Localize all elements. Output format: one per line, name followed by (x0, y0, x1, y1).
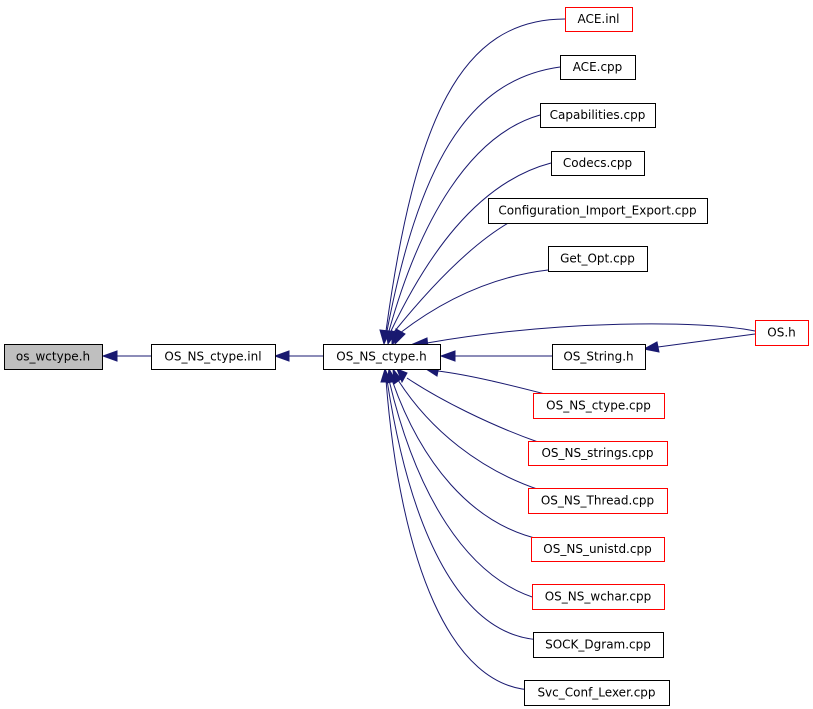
nodes-layer: os_wctype.h OS_NS_ctype.inl OS_NS_ctype.… (4, 7, 809, 706)
node-capabilities-cpp[interactable]: Capabilities.cpp (540, 103, 656, 128)
node-os-ns-ctype-inl[interactable]: OS_NS_ctype.inl (151, 344, 276, 370)
node-box (565, 7, 633, 32)
edge-codecs-cpp (390, 162, 552, 332)
node-box (488, 198, 708, 224)
edge-os-ns-thread-cpp (397, 379, 541, 491)
node-box (528, 441, 668, 466)
node-box (552, 344, 646, 370)
node-ace-inl[interactable]: ACE.inl (565, 7, 633, 32)
node-label: OS_NS_wchar.cpp (545, 590, 652, 604)
node-ace-cpp[interactable]: ACE.cpp (560, 55, 636, 80)
edge-os-h-to-os-string-h (657, 333, 756, 348)
edge-os-ns-unistd-cpp (391, 379, 544, 541)
arrowhead-os-string-h (642, 341, 660, 353)
edge-sock-dgram-cpp (386, 379, 546, 641)
node-label: OS_NS_ctype.inl (164, 350, 261, 364)
node-box (551, 151, 645, 176)
node-label: OS_NS_ctype.cpp (546, 399, 651, 413)
edge-os-h-to-os-ns-ctype-h (426, 323, 756, 344)
edge-capabilities-cpp (388, 114, 541, 332)
node-box (532, 584, 665, 610)
node-os-ns-wchar-cpp[interactable]: OS_NS_wchar.cpp (532, 584, 665, 610)
node-os-ns-thread-cpp[interactable]: OS_NS_Thread.cpp (528, 488, 668, 514)
node-box (151, 344, 276, 370)
node-os-ns-ctype-h[interactable]: OS_NS_ctype.h (323, 344, 441, 370)
node-label: Capabilities.cpp (550, 108, 646, 122)
node-os-h[interactable]: OS.h (755, 320, 809, 346)
node-box (560, 55, 636, 80)
node-box (528, 488, 668, 514)
node-box (531, 537, 665, 562)
edge-get-opt-cpp (399, 269, 549, 334)
node-box (524, 680, 670, 706)
node-label: OS.h (767, 326, 795, 340)
node-label: ACE.cpp (573, 60, 623, 74)
node-configuration-import-export-cpp[interactable]: Configuration_Import_Export.cpp (488, 198, 708, 224)
node-box (533, 632, 664, 658)
node-os-ns-ctype-cpp[interactable]: OS_NS_ctype.cpp (533, 393, 665, 419)
node-label: OS_NS_ctype.h (336, 350, 426, 364)
node-box (540, 103, 656, 128)
node-svc-conf-lexer-cpp[interactable]: Svc_Conf_Lexer.cpp (524, 680, 670, 706)
node-label: OS_String.h (563, 350, 633, 364)
arrowhead-os-wctype-h (101, 350, 118, 362)
node-label: SOCK_Dgram.cpp (545, 638, 651, 652)
node-os-string-h[interactable]: OS_String.h (552, 344, 646, 370)
node-box (755, 320, 809, 346)
node-codecs-cpp[interactable]: Codecs.cpp (551, 151, 645, 176)
node-label: OS_NS_Thread.cpp (541, 494, 654, 508)
node-label: OS_NS_unistd.cpp (543, 542, 651, 556)
edge-configuration-cpp (393, 221, 511, 333)
node-os-ns-unistd-cpp[interactable]: OS_NS_unistd.cpp (531, 537, 665, 562)
edge-os-ns-strings-cpp (406, 377, 539, 443)
node-label: Svc_Conf_Lexer.cpp (537, 686, 655, 700)
arrowhead-ctype-h-bottom-1 (396, 368, 408, 384)
node-box (323, 344, 441, 370)
node-label: Get_Opt.cpp (560, 252, 635, 266)
node-label: Codecs.cpp (563, 156, 632, 170)
node-os-wctype-h[interactable]: os_wctype.h (4, 344, 103, 370)
arrowhead-ctype-h-top-4 (394, 328, 406, 346)
arrowhead-ctype-h-bottom-4 (380, 367, 392, 383)
node-box (4, 344, 103, 370)
node-label: Configuration_Import_Export.cpp (498, 204, 696, 218)
node-os-ns-strings-cpp[interactable]: OS_NS_strings.cpp (528, 441, 668, 466)
arrowhead-ctype-h-os-string (439, 350, 456, 362)
edge-svc-conf-lexer-cpp (385, 379, 536, 691)
edge-os-ns-ctype-cpp (437, 370, 546, 395)
node-box (548, 246, 648, 272)
edge-ace-inl (385, 18, 566, 332)
edge-ace-cpp (386, 66, 561, 332)
edge-os-ns-wchar-cpp (388, 379, 543, 601)
node-label: ACE.inl (577, 12, 619, 26)
node-label: os_wctype.h (16, 350, 90, 364)
arrowhead-os-ns-ctype-inl (273, 350, 290, 362)
node-get-opt-cpp[interactable]: Get_Opt.cpp (548, 246, 648, 272)
node-sock-dgram-cpp[interactable]: SOCK_Dgram.cpp (533, 632, 664, 658)
node-box (533, 393, 665, 419)
node-label: OS_NS_strings.cpp (541, 446, 653, 460)
